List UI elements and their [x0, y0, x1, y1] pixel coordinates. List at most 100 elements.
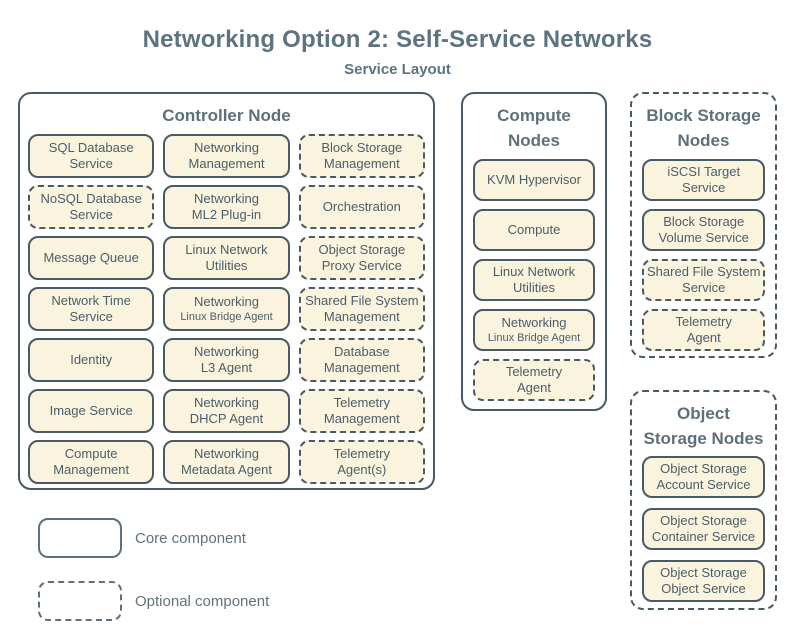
service-orchestration: Orchestration — [298, 185, 425, 229]
service-label-line: Utilities — [205, 258, 248, 273]
service-label-line: Object Storage — [660, 513, 747, 528]
service-label-line: Networking — [193, 191, 259, 206]
service-label-line: KVM Hypervisor — [487, 172, 581, 187]
optional-component-label: Optional component — [135, 592, 270, 610]
service-identity: Identity — [28, 338, 155, 382]
service-label-line: Database — [334, 344, 390, 359]
service-label-line: Agent — [686, 330, 721, 345]
service-label-line: Telemetry — [333, 446, 390, 461]
service-label-line: Block Storage — [321, 140, 403, 155]
service-label-line: Service — [682, 180, 726, 195]
node-title-controller: Controller Node — [162, 106, 291, 125]
service-label-line: Service — [69, 309, 113, 324]
service-label-line: Management — [323, 411, 400, 426]
service-label-line: Management — [323, 156, 400, 171]
service-label-line: Telemetry — [675, 314, 732, 329]
service-label-line: Volume Service — [658, 230, 749, 245]
service-label-line: Compute — [64, 446, 118, 461]
service-label-line: Service — [69, 156, 113, 171]
optional-component-swatch — [38, 581, 122, 621]
service-label-line: Networking — [193, 344, 259, 359]
service-label-line: Agent — [517, 380, 551, 395]
service-label-line: Management — [53, 462, 130, 477]
service-label-line: Object Service — [661, 581, 746, 596]
core-component-label: Core component — [135, 529, 246, 547]
service-kvm-hypervisor: KVM Hypervisor — [473, 159, 595, 201]
service-label-line: Linux Network — [492, 264, 576, 279]
service-label-line: Object Storage — [660, 565, 747, 580]
service-label-line: Networking — [193, 395, 259, 410]
service-label-line: Utilities — [513, 280, 555, 295]
legend-row-core: Core component — [38, 518, 269, 558]
service-label-line: Shared File System — [647, 264, 761, 279]
service-label-line: Agent(s) — [337, 462, 387, 477]
service-label-line: Object Storage — [660, 461, 747, 476]
service-label-line: Linux Network — [185, 242, 268, 257]
service-label-line: ML2 Plug-in — [191, 207, 262, 222]
service-label-line: Service — [69, 207, 113, 222]
service-label-line: Object Storage — [318, 242, 406, 257]
service-label-line: Linux Bridge Agent — [180, 311, 273, 323]
service-label-line: Message Queue — [43, 250, 139, 265]
service-label-line: Telemetry — [333, 395, 390, 410]
legend: Core component Optional component — [38, 518, 269, 642]
service-label-line: Block Storage — [663, 214, 745, 229]
service-label-line: Linux Bridge Agent — [487, 332, 581, 344]
service-label-line: Compute — [507, 222, 561, 237]
service-label-line: NoSQL Database — [40, 191, 142, 206]
service-label-line: Management — [323, 360, 400, 375]
service-label-line: Telemetry — [505, 364, 563, 379]
service-label-line: Container Service — [651, 529, 756, 544]
service-label-line: iSCSI Target — [667, 164, 741, 179]
service-label-line: Image Service — [49, 403, 133, 418]
core-component-swatch — [38, 518, 122, 558]
service-message-queue: Message Queue — [28, 236, 155, 280]
service-compute: Compute — [473, 209, 595, 251]
service-label-line: L3 Agent — [200, 360, 253, 375]
service-label-line: Orchestration — [322, 199, 401, 214]
service-label-line: Proxy Service — [321, 258, 402, 273]
page-subtitle: Service Layout — [344, 61, 451, 78]
service-label-line: Service — [682, 280, 726, 295]
service-label-line: Identity — [70, 352, 113, 367]
legend-row-optional: Optional component — [38, 581, 269, 621]
service-label-line: Management — [188, 156, 265, 171]
service-label-line: Network Time — [51, 293, 131, 308]
service-label-line: SQL Database — [48, 140, 134, 155]
service-label-line: Account Service — [656, 477, 751, 492]
